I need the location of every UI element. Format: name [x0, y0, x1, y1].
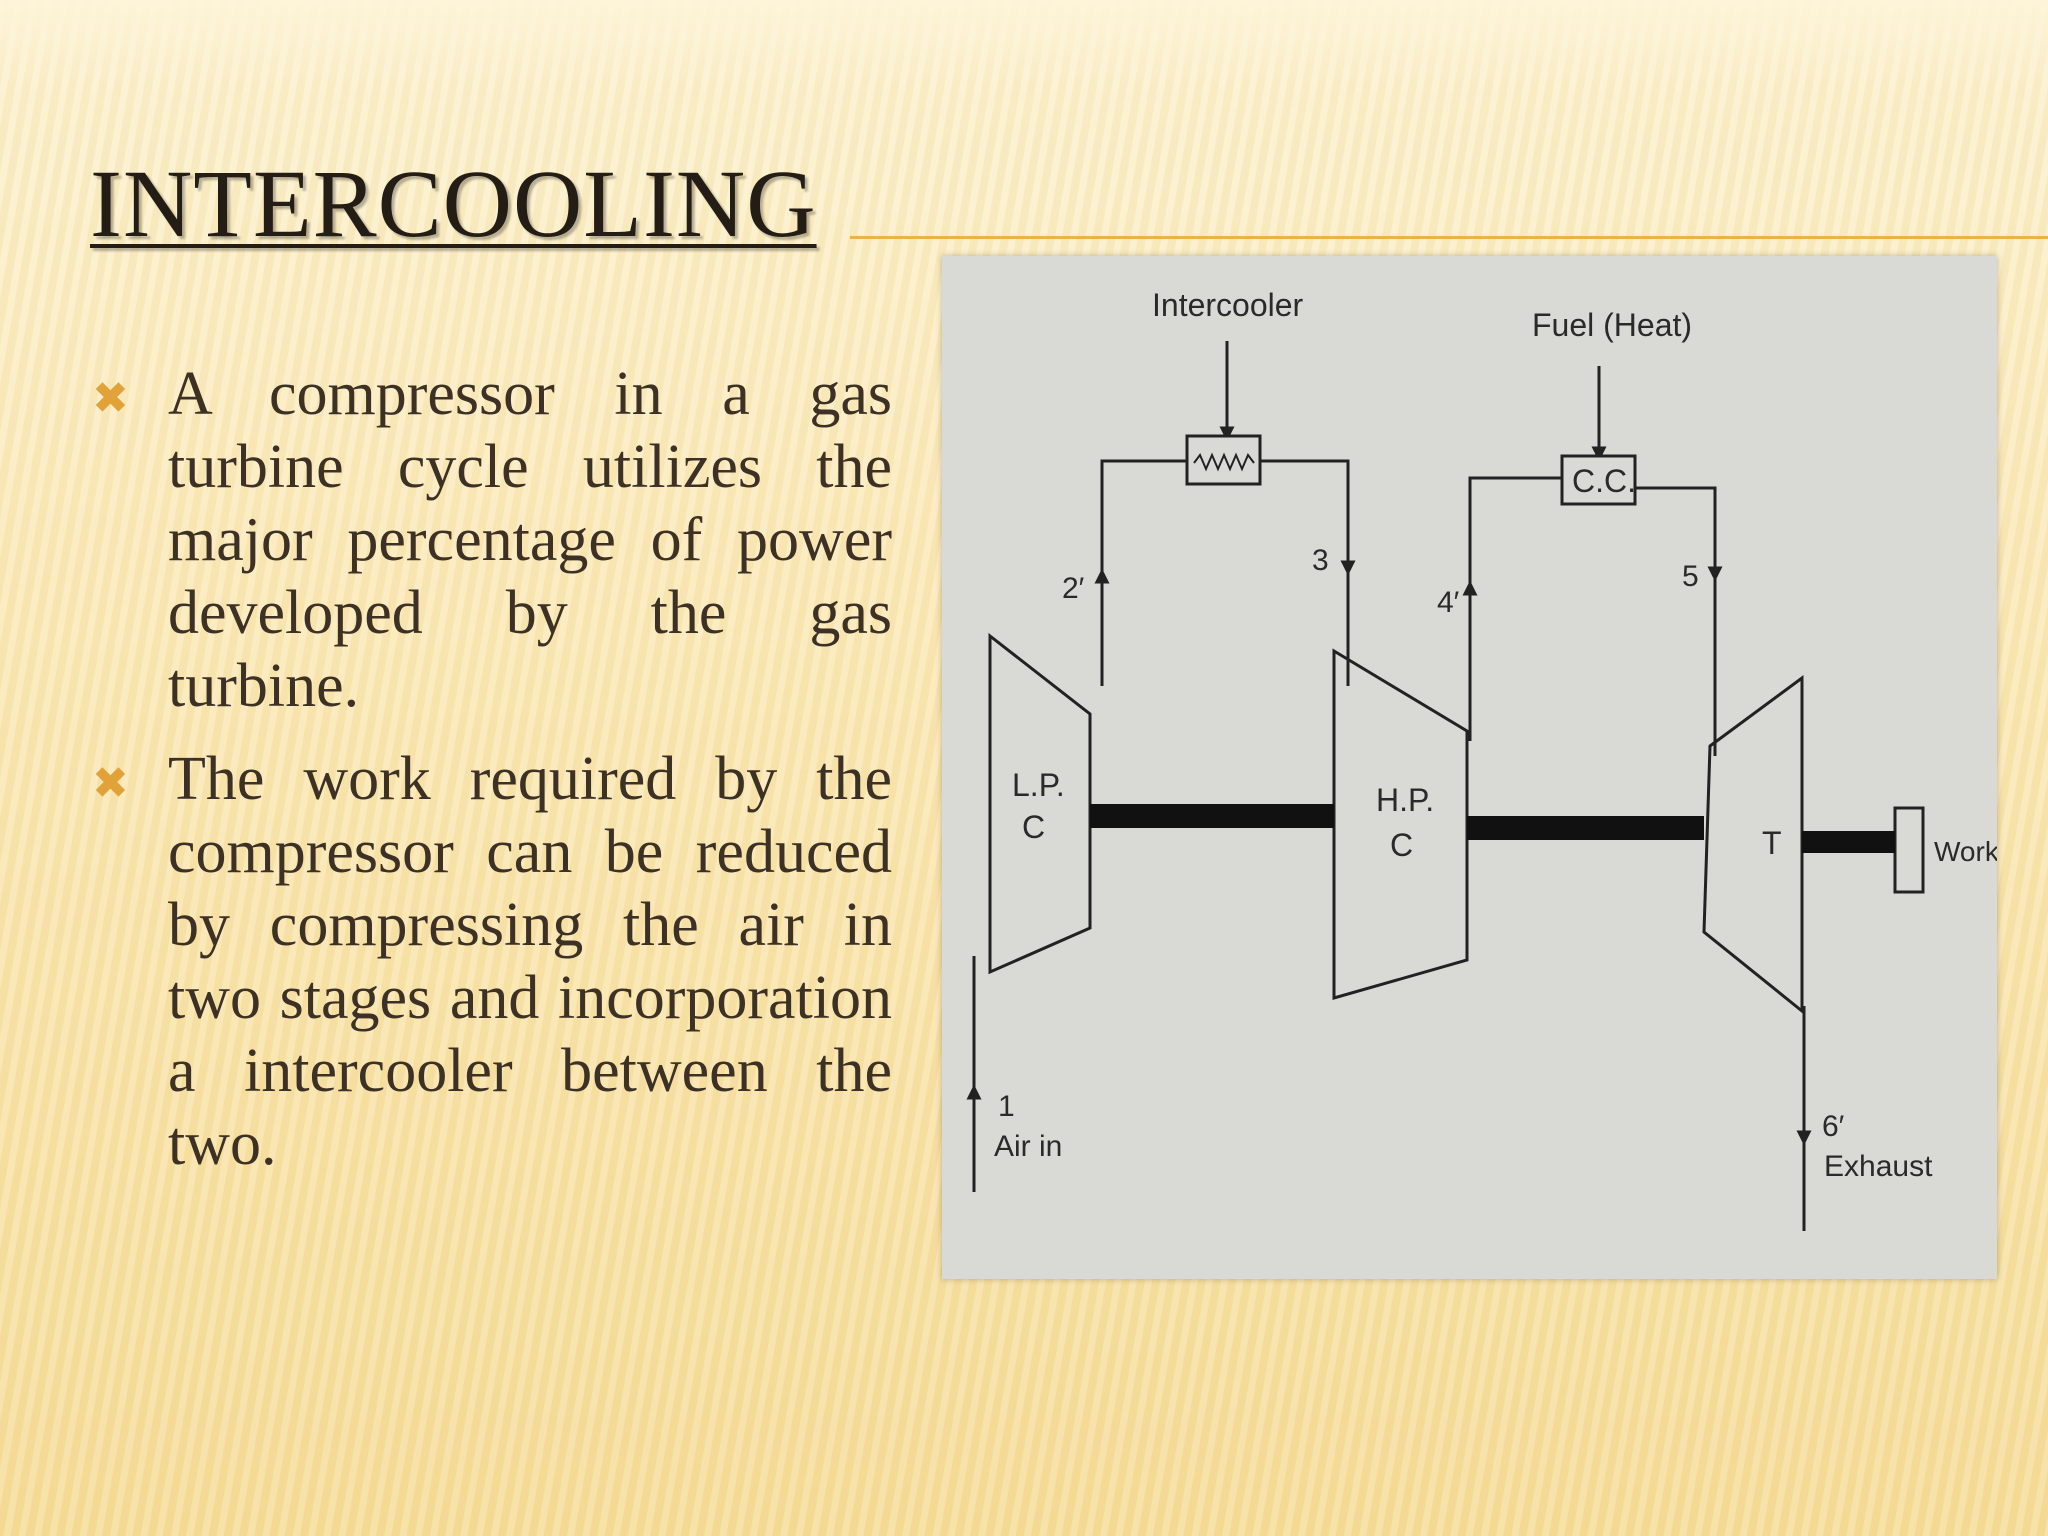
turbine-label: T	[1762, 825, 1782, 861]
intercooler-coil	[1193, 452, 1255, 472]
intercooler-box	[1185, 434, 1262, 486]
air-in-label: Air in	[994, 1130, 1062, 1163]
shaft-hp-t	[1467, 816, 1704, 840]
bullet-list: ✖ A compressor in a gas turbine cycle ut…	[92, 358, 892, 1201]
cross-bullet-icon: ✖	[92, 758, 129, 809]
state-1-label: 1	[998, 1090, 1015, 1123]
hp-label-1: H.P.	[1376, 782, 1434, 818]
title-divider	[850, 236, 2048, 239]
bullet-item: ✖ The work required by the compressor ca…	[92, 743, 892, 1181]
lp-label-1: L.P.	[1012, 767, 1065, 803]
shaft-t-work	[1802, 831, 1895, 853]
cc-label: C.C.	[1572, 463, 1636, 499]
intercooler-label: Intercooler	[1152, 287, 1304, 323]
shaft-lp-hp	[1090, 804, 1334, 828]
work-box	[1893, 806, 1925, 894]
fuel-label: Fuel (Heat)	[1532, 307, 1692, 343]
slide-title: INTERCOOLING	[90, 150, 817, 257]
state-6-label: 6′	[1822, 1110, 1845, 1143]
bullet-item: ✖ A compressor in a gas turbine cycle ut…	[92, 358, 892, 723]
state-4-label: 4′	[1437, 586, 1460, 619]
bullet-text: The work required by the compressor can …	[168, 745, 892, 1178]
lp-label-2: C	[1022, 809, 1045, 845]
exhaust-label: Exhaust	[1824, 1150, 1933, 1183]
work-label: Work	[1934, 836, 1997, 867]
top-band	[0, 0, 2048, 92]
hp-label-2: C	[1390, 827, 1413, 863]
lp-compressor-shape	[988, 632, 1092, 975]
state-2-label: 2′	[1062, 572, 1085, 605]
bullet-text: A compressor in a gas turbine cycle util…	[168, 360, 892, 720]
cross-bullet-icon: ✖	[92, 373, 129, 424]
turbine-shape	[1702, 675, 1804, 1015]
combustion-chamber-box	[1560, 454, 1637, 506]
gas-turbine-intercooling-diagram: Intercooler Fuel (Heat) C.C. L.P. C H.P.…	[942, 256, 1997, 1279]
state-3-label: 3	[1312, 544, 1329, 577]
state-5-label: 5	[1682, 560, 1699, 593]
hp-compressor-shape	[1332, 648, 1469, 1000]
